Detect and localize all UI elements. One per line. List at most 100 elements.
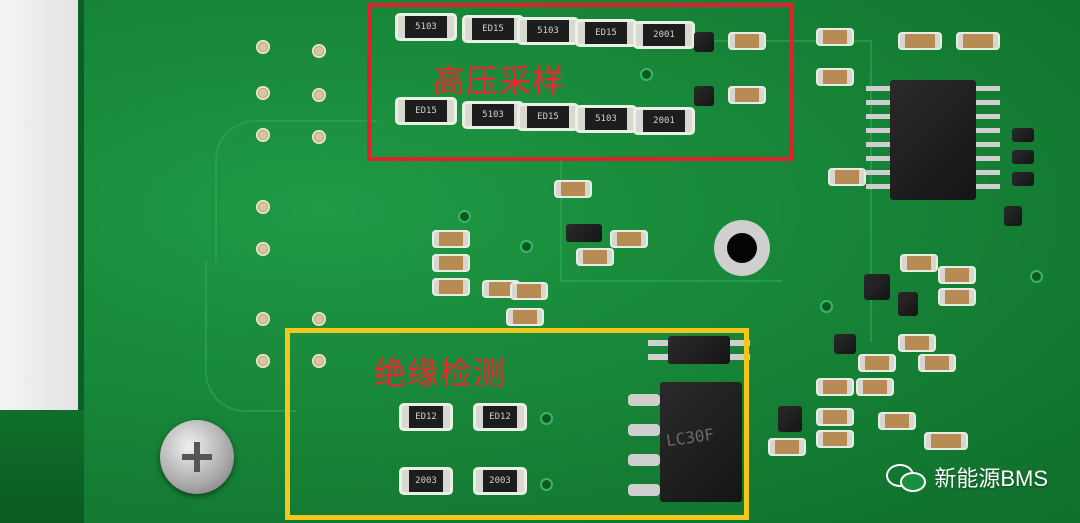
ic-pin bbox=[866, 142, 890, 147]
capacitor bbox=[818, 410, 852, 424]
resistor: ED12 bbox=[476, 406, 524, 428]
ic-pin bbox=[976, 86, 1000, 91]
ic-pin bbox=[628, 454, 660, 466]
capacitor bbox=[508, 310, 542, 324]
capacitor bbox=[920, 356, 954, 370]
resistor: 5103 bbox=[465, 104, 521, 126]
ic-pin bbox=[628, 424, 660, 436]
transistor bbox=[864, 274, 890, 300]
capacitor bbox=[880, 414, 914, 428]
transistor bbox=[898, 292, 918, 316]
resistor: ED15 bbox=[520, 106, 576, 128]
ic-pin bbox=[866, 86, 890, 91]
header-pad bbox=[256, 40, 270, 54]
resistor: 2003 bbox=[402, 470, 450, 492]
header-pad bbox=[312, 354, 326, 368]
ic-chip bbox=[890, 80, 976, 200]
capacitor bbox=[958, 34, 998, 48]
header-pad bbox=[256, 200, 270, 214]
pcb-trace bbox=[215, 120, 377, 262]
insulation-detection-label: 绝缘检测 bbox=[374, 354, 507, 392]
ic-pin bbox=[866, 170, 890, 175]
ic-pin bbox=[866, 128, 890, 133]
pcb-trace bbox=[205, 260, 297, 412]
capacitor bbox=[770, 440, 804, 454]
ic-pin bbox=[866, 114, 890, 119]
capacitor bbox=[830, 170, 864, 184]
header-pad bbox=[256, 354, 270, 368]
ic-pin bbox=[866, 100, 890, 105]
transistor bbox=[778, 406, 802, 432]
header-pad bbox=[312, 130, 326, 144]
via bbox=[458, 210, 471, 223]
diode bbox=[1012, 128, 1034, 142]
board-edge bbox=[78, 0, 84, 410]
header-pad bbox=[256, 312, 270, 326]
via bbox=[820, 300, 833, 313]
ic-pin bbox=[976, 114, 1000, 119]
watermark-text: 新能源BMS bbox=[934, 466, 1048, 491]
mounting-hole bbox=[714, 220, 770, 276]
diode bbox=[566, 224, 602, 242]
capacitor bbox=[512, 284, 546, 298]
resistor: 5103 bbox=[520, 20, 576, 42]
capacitor bbox=[578, 250, 612, 264]
ic-pin bbox=[648, 354, 668, 360]
capacitor bbox=[858, 380, 892, 394]
insulation-detection-box bbox=[285, 328, 749, 520]
capacitor bbox=[730, 34, 764, 48]
capacitor bbox=[940, 268, 974, 282]
resistor: 5103 bbox=[398, 16, 454, 38]
capacitor bbox=[434, 280, 468, 294]
transistor bbox=[694, 32, 714, 52]
header-pad bbox=[312, 312, 326, 326]
watermark: 新能源BMS bbox=[886, 461, 1048, 493]
resistor: ED12 bbox=[402, 406, 450, 428]
capacitor bbox=[940, 290, 974, 304]
header-pad bbox=[256, 86, 270, 100]
resistor: ED15 bbox=[578, 22, 634, 44]
ic-pin bbox=[976, 184, 1000, 189]
resistor: 2001 bbox=[636, 24, 692, 46]
capacitor bbox=[900, 34, 940, 48]
resistor: 2003 bbox=[476, 470, 524, 492]
wechat-icon bbox=[886, 464, 927, 492]
screw bbox=[160, 420, 234, 494]
high-voltage-sampling-label: 高压采样 bbox=[433, 62, 566, 100]
capacitor bbox=[818, 432, 852, 446]
ic-pin bbox=[976, 142, 1000, 147]
ic-pin bbox=[730, 340, 750, 346]
ic-pin bbox=[976, 100, 1000, 105]
diode bbox=[1012, 150, 1034, 164]
transistor bbox=[694, 86, 714, 106]
ic-pin bbox=[976, 156, 1000, 161]
capacitor bbox=[434, 232, 468, 246]
transistor bbox=[834, 334, 856, 354]
optocoupler-small bbox=[668, 336, 730, 364]
via bbox=[640, 68, 653, 81]
header-pad bbox=[256, 242, 270, 256]
capacitor bbox=[818, 30, 852, 44]
resistor: 5103 bbox=[578, 108, 634, 130]
resistor: ED15 bbox=[398, 100, 454, 122]
resistor: ED15 bbox=[465, 18, 521, 40]
capacitor bbox=[818, 380, 852, 394]
ic-pin bbox=[628, 394, 660, 406]
via bbox=[520, 240, 533, 253]
ic-pin bbox=[628, 484, 660, 496]
diode bbox=[1012, 172, 1034, 186]
capacitor bbox=[926, 434, 966, 448]
ic-pin bbox=[730, 354, 750, 360]
pcb-trace bbox=[560, 160, 782, 282]
ic-pin bbox=[648, 340, 668, 346]
capacitor bbox=[556, 182, 590, 196]
capacitor bbox=[902, 256, 936, 270]
via bbox=[540, 478, 553, 491]
ic-pin bbox=[976, 128, 1000, 133]
header-pad bbox=[256, 128, 270, 142]
header-pad bbox=[312, 44, 326, 58]
capacitor bbox=[900, 336, 934, 350]
capacitor bbox=[434, 256, 468, 270]
capacitor bbox=[860, 356, 894, 370]
